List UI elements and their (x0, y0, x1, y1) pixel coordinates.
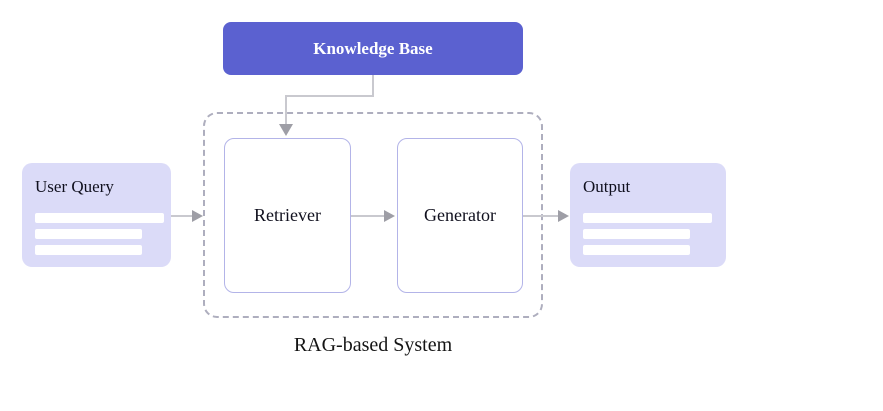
connector-kb-vertical-2 (285, 95, 287, 125)
connector-generator-output-line (523, 215, 559, 217)
output-label: Output (583, 177, 631, 196)
placeholder-line (35, 245, 142, 255)
arrowhead-right-generator-output (558, 210, 569, 222)
connector-userquery-line (171, 215, 193, 217)
arrowhead-right-userquery (192, 210, 203, 222)
placeholder-line (583, 229, 690, 239)
connector-kb-vertical-1 (372, 75, 374, 96)
generator-node: Generator (397, 138, 523, 293)
rag-system-label: RAG-based System (293, 334, 453, 356)
retriever-label: Retriever (254, 205, 321, 225)
connector-kb-horizontal (285, 95, 374, 97)
placeholder-line (35, 213, 164, 223)
placeholder-line (35, 229, 142, 239)
arrowhead-right-retriever-generator (384, 210, 395, 222)
user-query-label: User Query (35, 177, 114, 196)
retriever-node: Retriever (224, 138, 351, 293)
placeholder-line (583, 245, 690, 255)
arrowhead-down-kb-to-retriever (279, 124, 293, 136)
connector-retriever-generator-line (351, 215, 385, 217)
knowledge-base-label: Knowledge Base (313, 38, 433, 58)
generator-label: Generator (424, 205, 496, 225)
user-query-node: User Query (22, 163, 171, 267)
knowledge-base-node: Knowledge Base (223, 22, 523, 75)
output-node: Output (570, 163, 726, 267)
placeholder-line (583, 213, 712, 223)
